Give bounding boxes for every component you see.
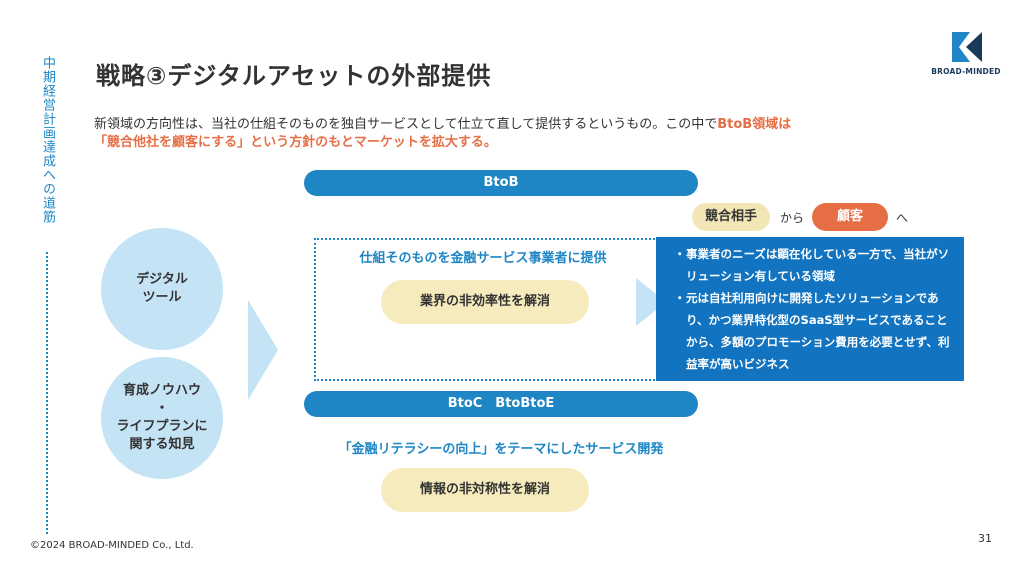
competitor-pill: 競合相手 [692, 203, 770, 231]
page-title: 戦略③デジタルアセットの外部提供 [96, 62, 492, 90]
small-right-arrow-icon [636, 278, 666, 326]
customer-pill: 顧客 [812, 203, 888, 231]
detail-bullet: ・ 事業者のニーズは顕在化している一方で、当社がソリューション有している領域 [674, 243, 954, 287]
bullet-text: 事業者のニーズは顕在化している一方で、当社がソリューション有している領域 [686, 247, 950, 283]
brand-logo: BROAD-MINDED [930, 30, 1002, 80]
intro-paragraph: 新領域の方向性は、当社の仕組そのものを独自サービスとして仕立て直して提供するとい… [94, 116, 934, 152]
from-text: から [780, 211, 805, 225]
bullet-mark: ・ [674, 247, 686, 261]
btob-issue-pill: 業界の非効率性を解消 [381, 280, 589, 324]
right-arrow-icon [248, 300, 278, 400]
btob-detail-box: ・ 事業者のニーズは顕在化している一方で、当社がソリューション有している領域 ・… [656, 237, 964, 381]
page-number: 31 [978, 532, 992, 545]
intro-highlight-2: 「競合他社を顧客にする」という方針のもとマーケットを拡大する。 [94, 135, 497, 150]
btob-box-title: 仕組そのものを金融サービス事業者に提供 [359, 251, 607, 266]
digital-tools-circle: デジタル ツール [101, 228, 223, 350]
circle-2-line-1: 育成ノウハウ [122, 383, 201, 398]
copyright: ©2024 BROAD-MINDED Co., Ltd. [30, 540, 194, 551]
bullet-text: 元は自社利用向けに開発したソリューションであり、かつ業界特化型のSaaS型サービ… [686, 291, 950, 371]
sidebar-dotted-line [46, 252, 48, 534]
circle-2-line-2: ・ [155, 401, 169, 416]
btoc-issue-pill: 情報の非対称性を解消 [381, 468, 589, 512]
logo-text: BROAD-MINDED [931, 67, 1001, 76]
to-text: へ [896, 211, 909, 225]
intro-highlight-1: BtoB領域は [717, 117, 792, 132]
logo-mark-icon [952, 32, 982, 62]
circle-2-line-4: 関する知見 [129, 437, 195, 452]
circle-2-line-3: ライフプランに [116, 419, 208, 434]
circle-1-line-2: ツール [142, 290, 182, 305]
circle-1-line-1: デジタル [136, 272, 188, 287]
btoc-bar: BtoC BtoBtoE [304, 391, 698, 417]
btoc-title: 「金融リテラシーの向上」をテーマにしたサービス開発 [338, 442, 664, 457]
intro-text: 新領域の方向性は、当社の仕組そのものを独自サービスとして仕立て直して提供するとい… [94, 117, 718, 132]
know-how-circle: 育成ノウハウ ・ ライフプランに 関する知見 [101, 357, 223, 479]
bullet-mark: ・ [674, 291, 686, 305]
detail-bullet: ・ 元は自社利用向けに開発したソリューションであり、かつ業界特化型のSaaS型サ… [674, 287, 954, 375]
btob-bar: BtoB [304, 170, 698, 196]
sidebar-label: 中期経営計画達成への道筋 [40, 56, 55, 224]
